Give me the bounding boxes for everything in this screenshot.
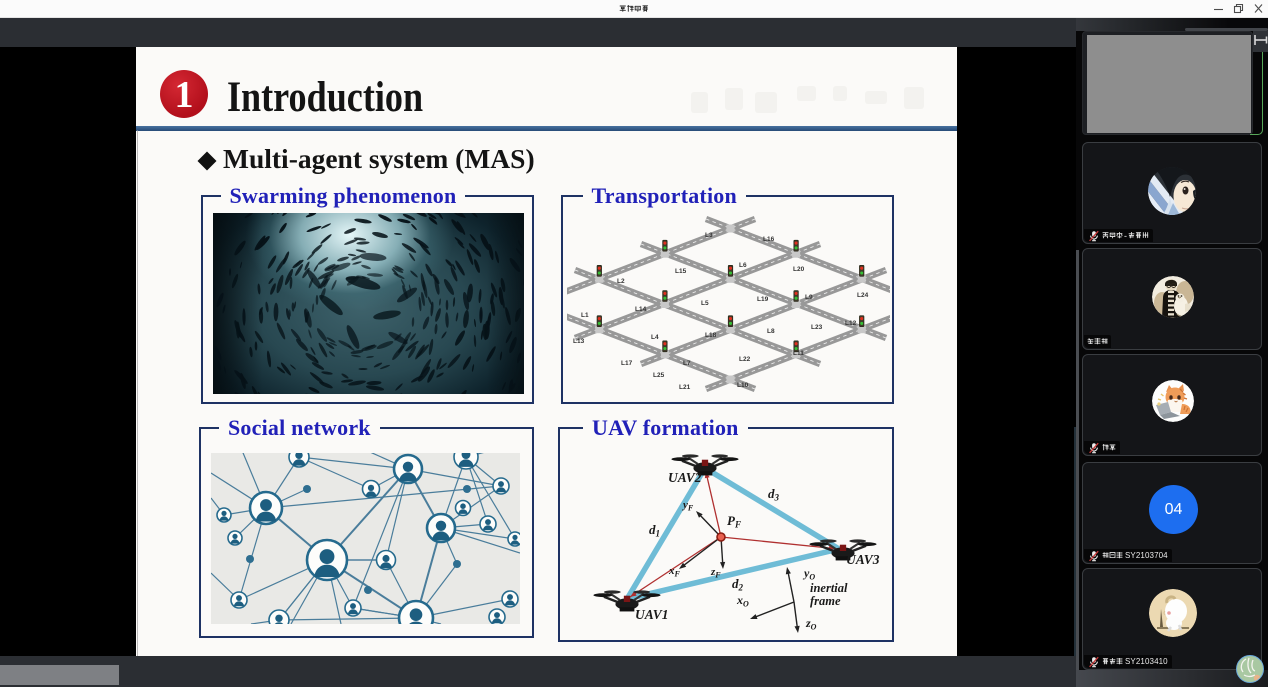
svg-text:L24: L24 (857, 292, 869, 299)
svg-text:L8: L8 (767, 328, 775, 335)
svg-text:zF: zF (710, 566, 721, 580)
svg-text:L13: L13 (573, 338, 585, 345)
svg-text:frame: frame (810, 594, 841, 608)
svg-text:yF: yF (681, 499, 694, 513)
svg-text:L17: L17 (621, 360, 633, 367)
svg-text:L11: L11 (793, 350, 804, 357)
svg-text:L10: L10 (737, 382, 749, 389)
svg-text:zO: zO (805, 616, 817, 632)
svg-text:UAV1: UAV1 (635, 607, 669, 622)
svg-text:L25: L25 (653, 372, 665, 379)
svg-text:xO: xO (736, 593, 749, 609)
svg-text:d3: d3 (768, 486, 780, 503)
svg-text:d2: d2 (732, 576, 744, 593)
svg-text:L18: L18 (705, 332, 717, 339)
svg-text:L2: L2 (617, 278, 625, 285)
svg-text:L5: L5 (701, 300, 709, 307)
svg-text:L22: L22 (739, 356, 751, 363)
svg-text:L12: L12 (845, 320, 857, 327)
svg-text:L23: L23 (811, 324, 823, 331)
svg-text:L7: L7 (683, 360, 691, 367)
svg-text:L21: L21 (679, 384, 691, 391)
svg-text:L3: L3 (705, 232, 713, 239)
svg-text:d1: d1 (649, 522, 660, 539)
svg-text:L16: L16 (763, 236, 775, 243)
svg-text:L4: L4 (651, 334, 659, 341)
svg-text:xF: xF (668, 565, 681, 579)
svg-text:L9: L9 (805, 294, 813, 301)
svg-text:yO: yO (802, 566, 815, 582)
svg-text:UAV2: UAV2 (668, 470, 702, 485)
svg-text:L14: L14 (635, 306, 647, 313)
svg-text:L20: L20 (793, 266, 805, 273)
svg-text:L1: L1 (581, 312, 589, 319)
svg-text:UAV3: UAV3 (846, 552, 880, 567)
svg-text:PF: PF (727, 513, 741, 530)
svg-text:L15: L15 (675, 268, 687, 275)
svg-text:L6: L6 (739, 262, 747, 269)
svg-text:L19: L19 (757, 296, 769, 303)
svg-text:inertial: inertial (810, 581, 848, 595)
